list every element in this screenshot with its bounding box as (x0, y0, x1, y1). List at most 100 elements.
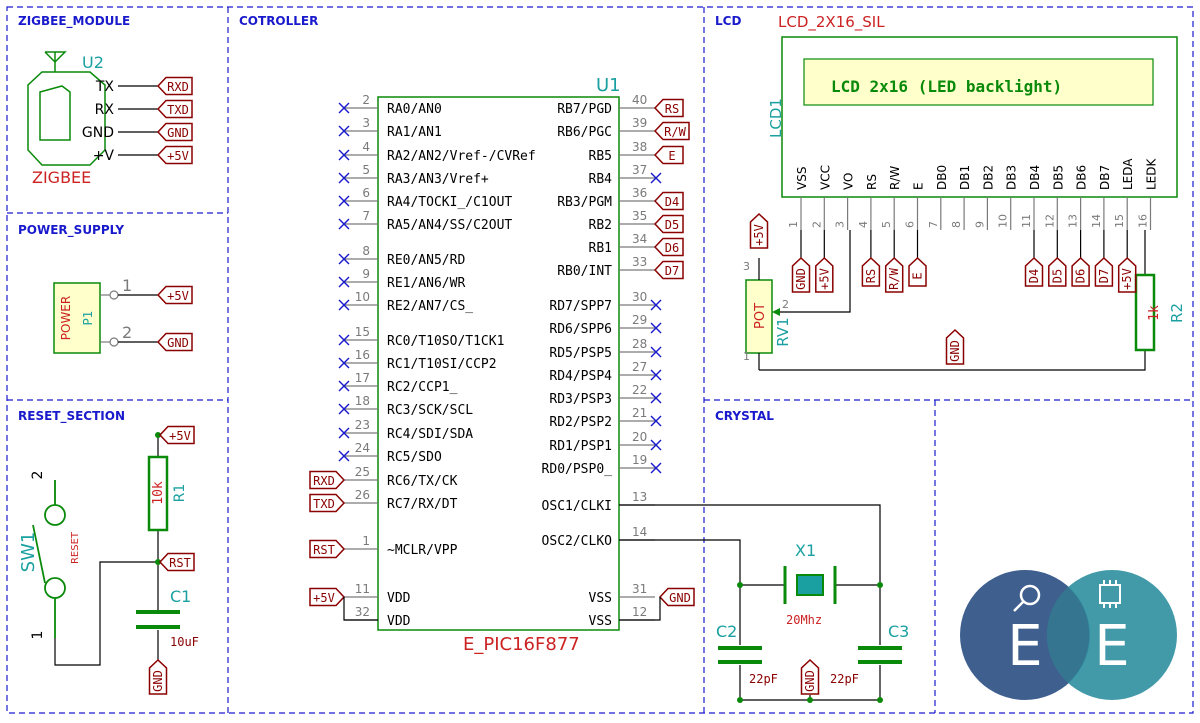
mcu-pin-number: 26 (355, 488, 370, 502)
zigbee-net-label: +5V (156, 145, 193, 165)
mcu-pin-name: RA1/AN1 (387, 125, 442, 140)
power-ref: P1 (81, 311, 95, 326)
no-connect-marker (650, 369, 662, 381)
mcu-net-label: +5V (309, 587, 346, 607)
c2-value: 22pF (749, 672, 778, 686)
lcd-ref: LCD1 (767, 98, 785, 138)
lcd-pin-name: DB7 (1098, 165, 1112, 190)
svg-text:E: E (668, 149, 675, 163)
mcu-net-label: GND (658, 587, 695, 607)
mcu-pin-number: 39 (632, 116, 647, 130)
no-connect-marker (338, 403, 350, 415)
svg-text:R/W: R/W (887, 267, 901, 289)
no-connect-marker (650, 439, 662, 451)
svg-text:RS: RS (864, 269, 878, 283)
c1-ref: C1 (170, 587, 191, 606)
lcd-pin-name: E (912, 182, 926, 190)
lcd-pin-number: 5 (880, 221, 893, 228)
mcu-pin-name: RC3/SCK/SCL (387, 403, 473, 418)
mcu-pin-name: OSC1/CLKI (542, 499, 612, 514)
mcu-pin-number: 31 (632, 582, 647, 596)
mcu-pin-number: 33 (632, 255, 647, 269)
lcd-value: LCD_2X16_SIL (778, 13, 885, 32)
svg-text:GND: GND (167, 336, 189, 350)
power-pin2: 2 (122, 323, 132, 342)
no-connect-marker (338, 125, 350, 137)
svg-text:RXD: RXD (167, 80, 189, 94)
mcu-net-label: TXD (309, 493, 346, 513)
mcu-pin-number: 21 (632, 406, 647, 420)
r1-ref: R1 (172, 484, 188, 503)
mcu-pin-number: 20 (632, 430, 647, 444)
mcu-pin-number: 23 (355, 418, 370, 432)
zigbee-net-label: RXD (156, 76, 193, 96)
lcd-pin-name: VCC (818, 165, 832, 190)
no-connect-marker (338, 450, 350, 462)
section-title-controller: COTROLLER (239, 14, 318, 28)
svg-text:+5V: +5V (313, 591, 335, 605)
mcu-pin-number: 40 (632, 93, 647, 107)
svg-text:E: E (911, 272, 925, 279)
zigbee-pin-label: GND (82, 125, 114, 141)
mcu-pin-name: RA0/AN0 (387, 102, 442, 117)
lcd-pin-name: DB6 (1075, 165, 1089, 190)
mcu-pin-name: RB6/PGC (557, 125, 612, 140)
mcu-pin-name: RD2/PSP2 (549, 415, 612, 430)
mcu-pin-number: 25 (355, 465, 370, 479)
svg-text:GND: GND (948, 340, 962, 362)
x1-value: 20Mhz (786, 613, 822, 627)
mcu-pin-number: 30 (632, 290, 647, 304)
svg-text:GND: GND (167, 126, 189, 140)
mcu-pin-name: RA5/AN4/SS/C2OUT (387, 218, 512, 233)
lcd-pin-number: 13 (1067, 214, 1080, 228)
crystal-gnd-label: GND (800, 658, 820, 695)
reset-net-label: RST (158, 552, 195, 572)
zigbee-net-label: TXD (156, 99, 193, 119)
svg-text:RS: RS (665, 102, 679, 116)
section-borders (6, 6, 1194, 714)
lcd-pin-number: 11 (1020, 214, 1033, 228)
power-net-label: GND (156, 332, 193, 352)
mcu-pin-name: RC1/T10SI/CCP2 (387, 357, 497, 372)
mcu-pin-name: ~MCLR/VPP (387, 543, 458, 558)
svg-text:RST: RST (169, 556, 191, 570)
svg-text:+5V: +5V (167, 149, 189, 163)
mcu-pin-number: 16 (355, 348, 370, 362)
crystal-circuit: X1 20Mhz C2 22pF C3 22pF GND (716, 541, 909, 703)
mcu-pin-name: RC0/T10SO/T1CK1 (387, 334, 504, 349)
mcu-pin-number: 38 (632, 140, 647, 154)
no-connect-marker (338, 253, 350, 265)
lcd-pin-number: 1 (787, 221, 800, 228)
mcu-pin-number: 36 (632, 186, 647, 200)
svg-text:D6: D6 (665, 241, 679, 255)
mcu-pin-name: RA4/TOCKI_/C1OUT (387, 195, 512, 210)
svg-text:RST: RST (313, 543, 335, 557)
lcd-pin-name: LEDK (1145, 157, 1159, 190)
lcd-pin-number: 14 (1090, 214, 1103, 228)
svg-text:D6: D6 (1074, 269, 1088, 283)
lcd-pin-number: 6 (904, 221, 917, 228)
lcd-pin-name: R/W (888, 166, 902, 190)
svg-text:TXD: TXD (313, 497, 335, 511)
lcd-net-label: D4 (1024, 256, 1044, 287)
mcu-pin-name: RB7/PGD (557, 102, 612, 117)
no-connect-marker (338, 218, 350, 230)
mcu-pin-number: 15 (355, 325, 370, 339)
mcu-pin-number: 8 (362, 244, 370, 258)
svg-text:D7: D7 (1097, 269, 1111, 283)
section-title-lcd: LCD (715, 14, 741, 28)
lcd-net-label: RS (861, 256, 881, 287)
magnifier-icon (1013, 584, 1041, 612)
no-connect-marker (338, 427, 350, 439)
lcd-pin-name: DB0 (935, 165, 949, 190)
mcu-pin-number: 34 (632, 232, 647, 246)
no-connect-marker (650, 462, 662, 474)
lcd-pin-number: 3 (834, 221, 847, 228)
mcu-net-label: E (653, 145, 684, 165)
mcu-pin-number: 24 (355, 441, 370, 455)
svg-text:D4: D4 (1027, 269, 1041, 283)
r1-value: 10k (151, 481, 166, 505)
mcu-pin-name: RD0/PSP0_ (542, 462, 613, 477)
